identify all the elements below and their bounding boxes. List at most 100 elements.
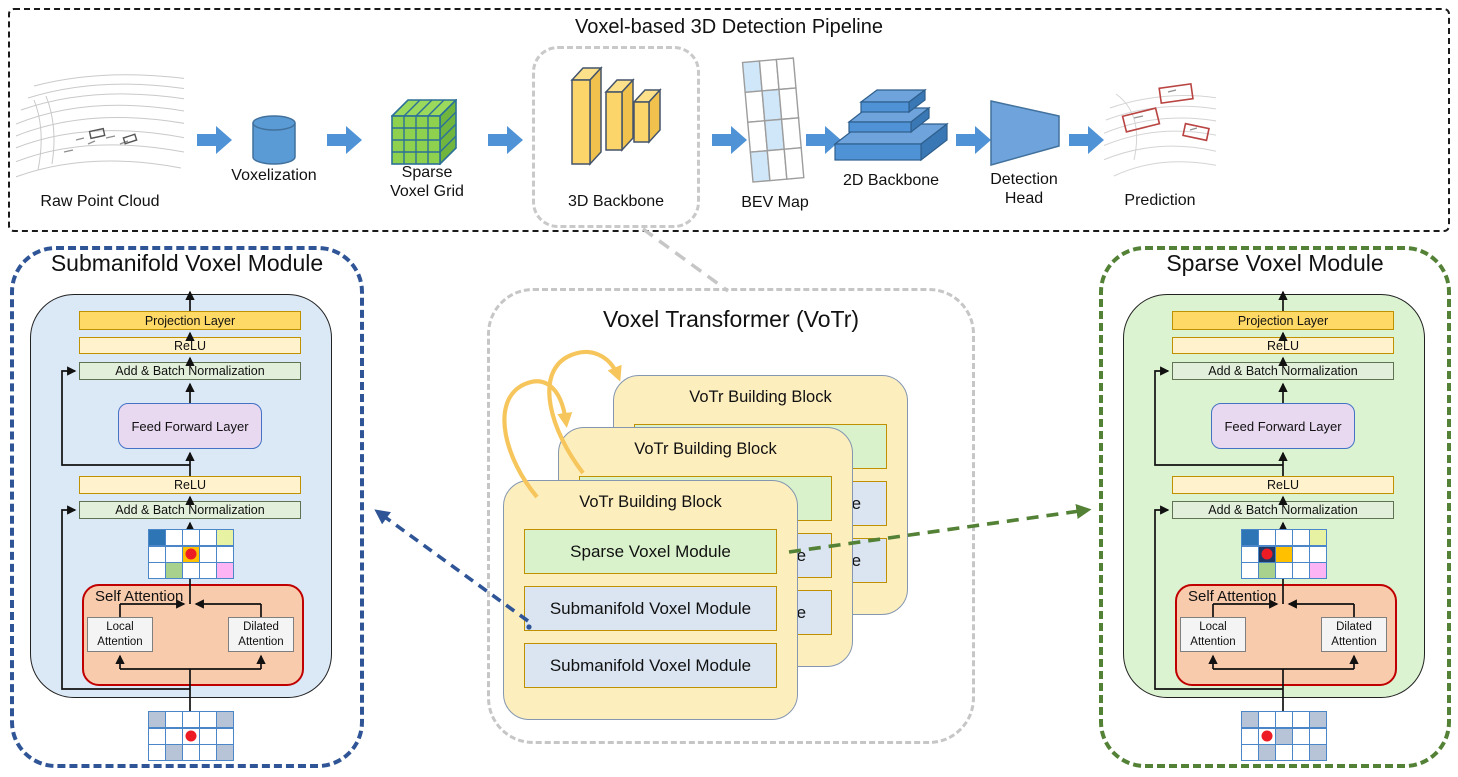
voxel-cell: [149, 745, 165, 760]
add-batch-norm-box: Add & Batch Normalization: [79, 362, 301, 380]
submanifold-voxel-module-row: Submanifold Voxel Module: [524, 586, 777, 631]
backbone-2d-icon: [833, 88, 949, 162]
voxel-cell: [166, 712, 182, 727]
voxel-cell: [1310, 530, 1326, 545]
dilated-attention-box: Dilated Attention: [1321, 617, 1387, 652]
voxel-cell: [1259, 563, 1275, 578]
detection-head-label-line1: Detection: [990, 171, 1058, 188]
dilated-attention-box: Dilated Attention: [228, 617, 294, 652]
pipeline-title: Voxel-based 3D Detection Pipeline: [575, 16, 883, 38]
voxel-cell: [1276, 712, 1292, 727]
voxel-cell: [200, 546, 216, 562]
voxel-cell: [1242, 728, 1258, 744]
backbone-3d-label: 3D Backbone: [567, 193, 665, 210]
voxel-cell: [1242, 563, 1258, 578]
voxel-cell: [1242, 745, 1258, 760]
voxel-cell: [217, 745, 233, 760]
voxelization-cylinder-icon: [252, 115, 296, 165]
voxel-cell: [200, 530, 216, 545]
sparse-voxel-grid-label-line2: Voxel Grid: [390, 183, 464, 200]
voxel-cell: [1259, 546, 1275, 562]
prediction-label: Prediction: [1124, 192, 1196, 209]
voxel-cell: [149, 546, 165, 562]
sparse-voxel-grid-label: Sparse Voxel Grid: [354, 163, 500, 201]
sparse-voxel-grid-cube-icon: [391, 99, 457, 165]
dilated-attention-line2: Attention: [238, 635, 284, 648]
pipeline-arrow-icon: [1069, 126, 1104, 154]
backbone-3d-dashed-box: [532, 46, 700, 228]
voxel-cell: [1310, 546, 1326, 562]
voxel-cell: [1310, 728, 1326, 744]
voxel-cell: [149, 563, 165, 578]
self-attention-label: Self Attention: [1188, 588, 1277, 605]
raw-point-cloud-label: Raw Point Cloud: [40, 193, 160, 210]
voxel-cell: [1293, 728, 1309, 744]
voxel-cell: [183, 546, 199, 562]
raw-point-cloud-image: [16, 74, 184, 178]
pipeline-arrow-icon: [327, 126, 362, 154]
voxel-cell: [166, 546, 182, 562]
backbone-to-votr-link: [641, 227, 730, 293]
local-attention-line2: Attention: [1190, 635, 1236, 648]
voxel-cell: [149, 728, 165, 744]
dilated-attention-line1: Dilated: [243, 620, 279, 633]
detection-head-label: Detection Head: [954, 170, 1094, 208]
voxel-cell: [217, 530, 233, 545]
voxel-cell: [217, 728, 233, 744]
sparse-voxel-module-row: Sparse Voxel Module: [524, 529, 777, 574]
voxel-cell: [1259, 745, 1275, 760]
voxel-cell: [1259, 728, 1275, 744]
local-attention-line1: Local: [1199, 620, 1227, 633]
voxel-cell: [166, 728, 182, 744]
voxel-cell: [166, 563, 182, 578]
sparse-voxel-grid-label-line1: Sparse: [401, 164, 453, 181]
votr-building-block-card-front: VoTr Building Block Sparse Voxel Module …: [503, 480, 798, 720]
voxel-cell: [149, 530, 165, 545]
prediction-image: [1104, 82, 1216, 177]
submanifold-module-panel: [10, 246, 364, 768]
voxelization-label: Voxelization: [231, 167, 317, 184]
sparse-module-title: Sparse Voxel Module: [1166, 250, 1384, 276]
add-batch-norm-box: Add & Batch Normalization: [1172, 362, 1394, 380]
pipeline-arrow-icon: [197, 126, 232, 154]
local-attention-box: Local Attention: [87, 617, 153, 652]
detection-head-label-line2: Head: [1004, 190, 1044, 207]
dilated-attention-line1: Dilated: [1336, 620, 1372, 633]
local-attention-line1: Local: [106, 620, 134, 633]
voxel-cell: [166, 745, 182, 760]
votr-block-title: VoTr Building Block: [579, 493, 722, 511]
input-voxel-grid: [1241, 711, 1327, 761]
pipeline-arrow-icon: [956, 126, 991, 154]
voxel-cell: [1276, 546, 1292, 562]
voxel-cell: [183, 563, 199, 578]
voxel-cell: [217, 712, 233, 727]
bev-map-label: BEV Map: [741, 194, 809, 211]
voxel-cell: [1242, 530, 1258, 545]
voxel-cell: [1293, 745, 1309, 760]
projection-layer-box: Projection Layer: [79, 311, 301, 330]
voxel-cell: [1259, 712, 1275, 727]
voxel-cell: [200, 563, 216, 578]
querying-voxel-dot: [1261, 730, 1273, 742]
votr-title: Voxel Transformer (VoTr): [602, 306, 860, 332]
voxel-cell: [200, 712, 216, 727]
backbone-2d-label: 2D Backbone: [842, 172, 940, 189]
input-voxel-grid: [148, 711, 234, 761]
dilated-attention-line2: Attention: [1331, 635, 1377, 648]
submanifold-module-title: Submanifold Voxel Module: [50, 250, 324, 276]
voxel-cell: [183, 712, 199, 727]
add-batch-norm-box: Add & Batch Normalization: [1172, 501, 1394, 519]
local-attention-line2: Attention: [97, 635, 143, 648]
voxel-cell: [1293, 712, 1309, 727]
voxel-cell: [1276, 563, 1292, 578]
backbone-3d-icon: [570, 66, 662, 166]
relu-box: ReLU: [79, 337, 301, 354]
bev-map-icon: [741, 57, 805, 183]
pipeline-arrow-icon: [488, 126, 523, 154]
querying-voxel-dot: [185, 730, 197, 742]
feed-forward-layer-box: Feed Forward Layer: [118, 403, 262, 449]
voxel-cell: [1242, 712, 1258, 727]
pipeline-arrow-icon: [806, 126, 841, 154]
self-attention-label: Self Attention: [95, 588, 184, 605]
